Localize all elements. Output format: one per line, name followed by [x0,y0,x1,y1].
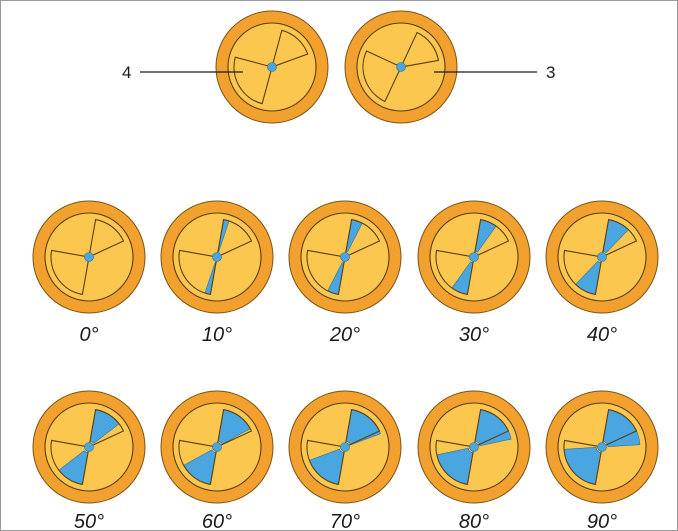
hub [212,442,222,452]
hub [267,62,277,72]
disc-20 [288,200,402,314]
rotation-sequence: 0° 10° 20° 30° 40° 50° 60° 70° 80° 90° [32,200,659,531]
hub [340,252,350,262]
disc-50 [32,390,146,504]
hub [84,252,94,262]
hub [597,442,607,452]
angle-label: 40° [587,324,617,346]
disc-40 [545,200,659,314]
hub [396,62,406,72]
disc-60 [160,390,274,504]
hub [469,252,479,262]
hub [84,442,94,452]
hub [469,442,479,452]
angle-label: 60° [202,511,232,531]
angle-label: 90° [587,511,617,531]
disc-90 [545,390,659,504]
disc-30 [417,200,531,314]
angle-label: 20° [329,324,360,346]
angle-label: 10° [202,324,232,346]
label-3: 3 [546,63,555,82]
hub [340,442,350,452]
disc-80 [417,390,531,504]
plate-4-disc [215,10,329,124]
angle-label: 80° [459,511,489,531]
hub [212,252,222,262]
angle-label: 0° [79,324,98,346]
disc-0 [32,200,146,314]
angle-label: 70° [330,511,360,531]
hub [597,252,607,262]
label-4: 4 [122,63,131,82]
disc-70 [288,390,402,504]
plate-3-disc [344,10,458,124]
plate-3 [344,10,458,124]
disc-10 [160,200,274,314]
angle-label: 30° [459,324,489,346]
plate-4 [215,10,329,124]
angle-label: 50° [74,511,104,531]
